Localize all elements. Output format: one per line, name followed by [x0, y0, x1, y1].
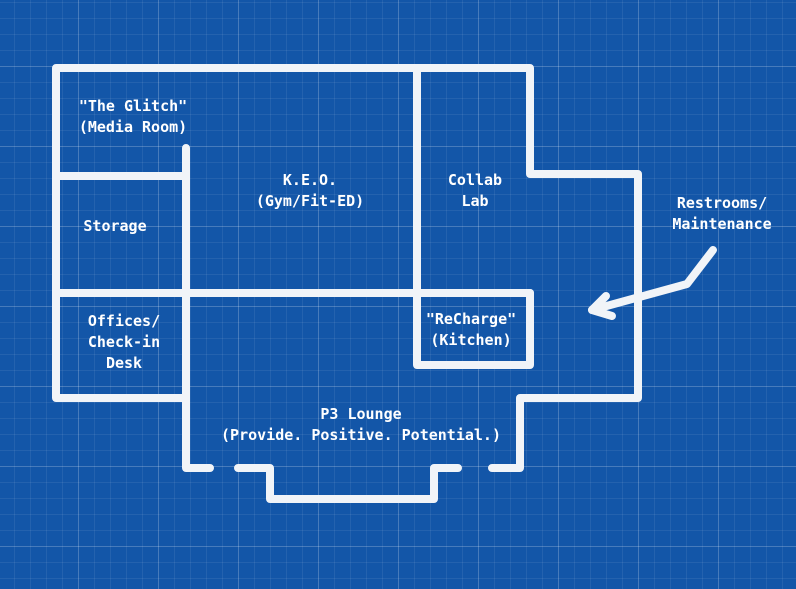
room-label-recharge: "ReCharge" (Kitchen): [425, 310, 517, 349]
wall-collab-left: [413, 64, 534, 369]
room-label-the-glitch: "The Glitch" (Media Room): [78, 97, 188, 136]
callout-restrooms: Restrooms/ Maintenance: [672, 194, 772, 233]
room-label-keo: K.E.O. (Gym/Fit-ED): [255, 171, 365, 210]
room-label-offices: Offices/ Check-in Desk: [87, 312, 161, 372]
room-label-collab-lab: Collab Lab: [447, 171, 503, 210]
room-label-p3-lounge: P3 Lounge (Provide. Positive. Potential.…: [221, 405, 501, 444]
wall-entrance: [234, 464, 462, 503]
room-label-storage: Storage: [83, 217, 147, 235]
wall-glitch-right: [182, 144, 214, 472]
wall-outer-top: [52, 64, 642, 472]
restrooms-arrow: [588, 246, 717, 314]
arrow-head-icon: [588, 292, 616, 320]
